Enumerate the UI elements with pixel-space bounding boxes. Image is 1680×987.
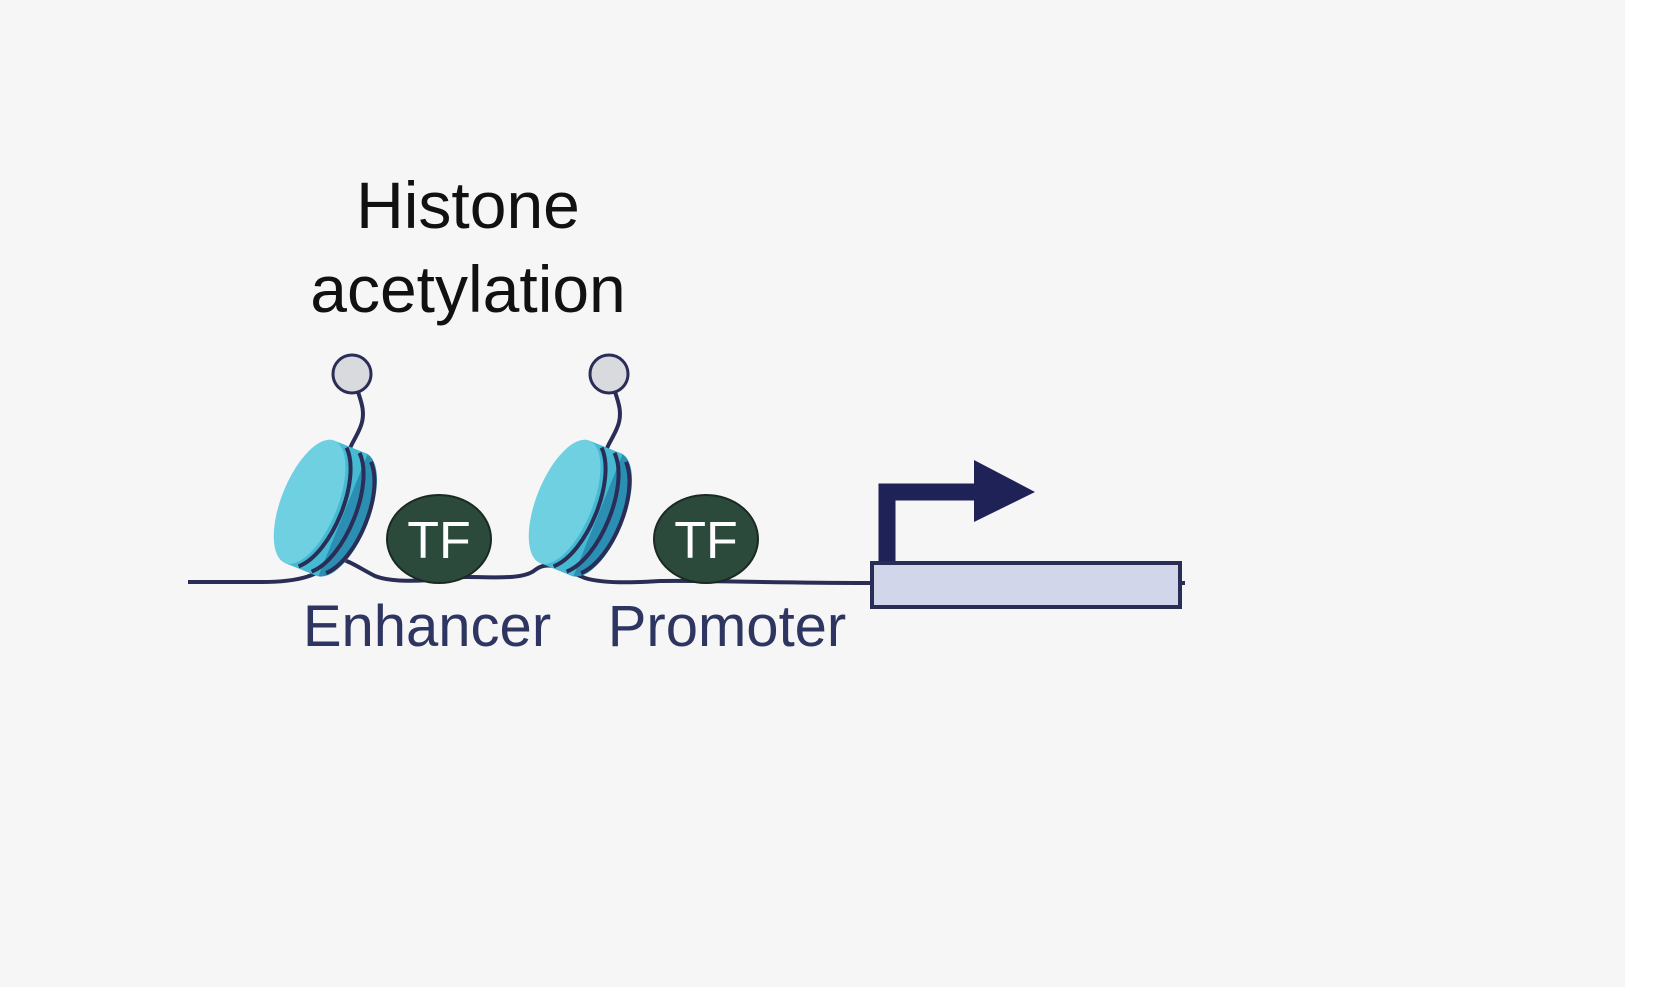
transcription-factor-2: TF <box>653 494 759 584</box>
enhancer-label: Enhancer <box>303 594 551 659</box>
title-line-1: Histone <box>356 168 580 242</box>
acetyl-group-icon <box>331 353 373 395</box>
gene-body-icon <box>870 561 1182 609</box>
acetyl-group-icon <box>588 353 630 395</box>
promoter-label: Promoter <box>608 594 847 659</box>
nucleosome-icon <box>528 439 632 577</box>
transcription-factor-icon <box>386 494 492 584</box>
panel-background <box>0 0 1625 987</box>
tf-label-2: TF <box>674 512 738 570</box>
tf-label-1: TF <box>407 512 471 570</box>
transcription-start-arrow-icon <box>878 460 1035 564</box>
transcription-factor-icon <box>653 494 759 584</box>
nucleosome-1 <box>273 353 377 577</box>
title-line-2: acetylation <box>310 252 626 326</box>
transcription-factor-1: TF <box>386 494 492 584</box>
nucleosome-icon <box>273 439 377 577</box>
nucleosome-2 <box>528 353 632 577</box>
